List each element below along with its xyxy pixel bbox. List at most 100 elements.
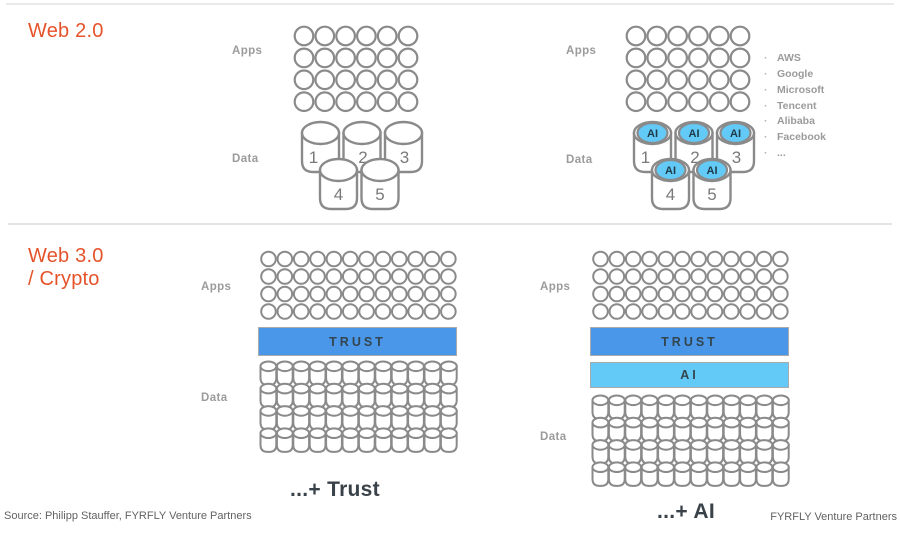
app-circle (687, 47, 709, 69)
cylinder-top (624, 461, 643, 473)
cylinder-number: 1 (641, 148, 650, 167)
cylinder-top (325, 360, 343, 373)
cylinder-top (292, 360, 311, 373)
cylinder-top (423, 382, 442, 395)
cylinder-top (308, 382, 327, 395)
app-circle (673, 250, 691, 268)
cylinder-top (673, 461, 692, 473)
cylinder-top (407, 405, 425, 417)
app-circle (673, 268, 691, 285)
app-circle (673, 285, 691, 303)
cylinder-top (325, 382, 343, 395)
cylinder-top (591, 439, 610, 451)
cylinder-top (771, 439, 790, 451)
app-circle (772, 250, 789, 268)
app-circle (374, 268, 392, 285)
app-circle (293, 25, 315, 47)
cylinder-top (259, 360, 278, 373)
ai-badge (654, 158, 687, 182)
app-circle (358, 268, 375, 285)
cylinder-top (407, 360, 425, 373)
app-circle (608, 268, 626, 285)
cylinder-top (318, 157, 359, 183)
app-circle (423, 285, 441, 303)
app-circle (335, 47, 356, 69)
app-circle (723, 268, 740, 285)
app-circle (276, 250, 294, 268)
web2-right-apps-grid (625, 25, 751, 113)
app-circle (309, 285, 326, 303)
ai-badge-label: AI (665, 165, 676, 177)
cylinder-top (390, 360, 409, 373)
app-circle (325, 268, 343, 285)
app-circle (690, 268, 707, 285)
cylinder-top (607, 416, 626, 429)
app-circle (440, 303, 457, 320)
app-circle (260, 303, 277, 320)
app-circle (355, 47, 377, 69)
web3-left-data-grid (259, 360, 458, 453)
provider-name: Google (777, 67, 814, 80)
app-circle (667, 91, 688, 113)
app-circle (335, 69, 356, 91)
app-circle (374, 303, 392, 320)
app-circle (397, 69, 419, 91)
app-circle (772, 268, 789, 285)
app-circle (625, 25, 647, 47)
app-circle (376, 91, 398, 113)
cylinder-top (771, 394, 790, 407)
app-circle (423, 250, 441, 268)
app-circle (641, 285, 658, 303)
cylinder-top (308, 405, 327, 417)
app-circle (292, 285, 310, 303)
cylinder-top (739, 416, 757, 429)
app-circle (706, 285, 724, 303)
cylinder-top (689, 439, 708, 451)
cylinder-top (360, 157, 400, 183)
cylinder-top (624, 394, 643, 407)
cylinder-top (259, 382, 278, 395)
app-circle (708, 91, 730, 113)
cylinder-top (341, 427, 360, 439)
cylinder-top (341, 360, 360, 373)
provider-item: ·Tencent (764, 99, 826, 115)
app-circle (729, 91, 751, 113)
app-circle (641, 303, 658, 320)
web2-title: Web 2.0 (28, 20, 104, 42)
cylinder-top (591, 394, 610, 407)
provider-name: ... (777, 147, 786, 160)
app-circle (355, 91, 377, 113)
app-circle (440, 268, 457, 285)
cylinder-top (771, 416, 790, 429)
app-circle (358, 285, 375, 303)
cylinder-top (591, 416, 610, 429)
provider-name: AWS (777, 52, 801, 64)
bullet-icon: · (764, 99, 768, 112)
cylinder-top (739, 394, 757, 407)
cylinder-top (423, 427, 442, 439)
app-circle (667, 25, 688, 47)
cylinder-top (300, 120, 341, 146)
app-circle (729, 25, 751, 47)
cylinder-top (439, 405, 458, 417)
app-circle (755, 303, 773, 320)
app-circle (314, 25, 336, 47)
bullet-icon: · (764, 52, 768, 64)
app-circle (667, 69, 688, 91)
app-circle (355, 69, 377, 91)
app-circle (625, 47, 647, 69)
cylinder-top (739, 439, 757, 451)
cylinder-number: 5 (375, 185, 384, 204)
app-circle (624, 285, 642, 303)
app-circle (687, 91, 709, 113)
bullet-icon: · (764, 67, 768, 80)
app-circle (690, 285, 707, 303)
app-circle (391, 268, 408, 285)
web2-right-data-label: Data (566, 154, 593, 166)
cylinder-top (374, 427, 393, 439)
cylinder-top (657, 461, 675, 473)
app-circle (723, 250, 740, 268)
app-circle (690, 303, 707, 320)
web3-title-line2: / Crypto (28, 268, 100, 290)
